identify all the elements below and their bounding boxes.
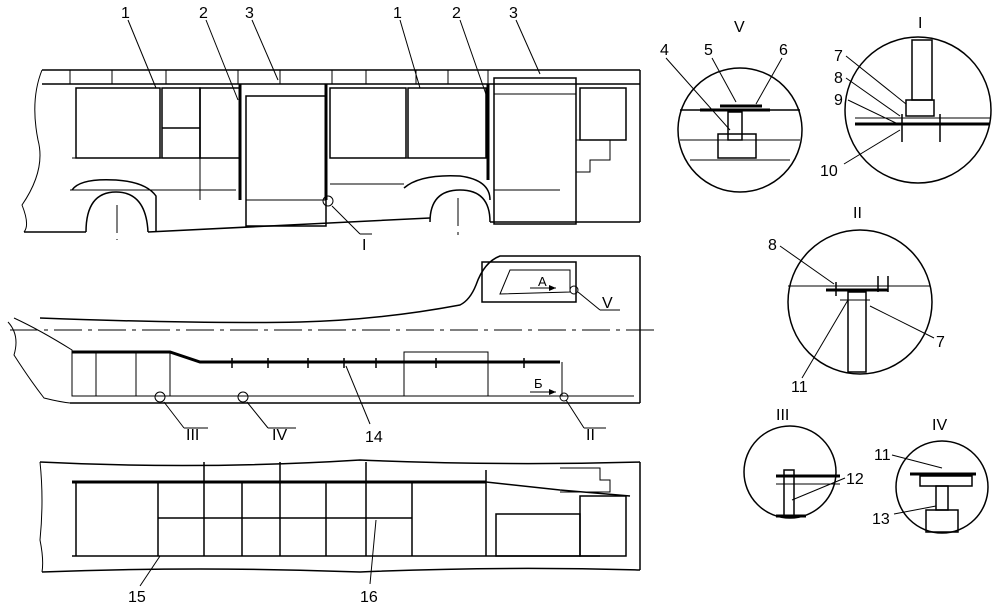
detail-view-II [787, 229, 933, 375]
detail-view-III [743, 425, 840, 519]
floor-plan-view [7, 255, 660, 404]
callout-2: 2 [199, 5, 208, 22]
callout-7: 7 [936, 334, 945, 351]
side-view [21, 69, 641, 240]
view-title-V: V [734, 19, 745, 36]
callout-13: 13 [872, 511, 890, 528]
callout-14: 14 [365, 429, 383, 446]
arrow-label-A: А [538, 274, 547, 289]
view-label-III: III [186, 427, 199, 444]
view-title-I: I [918, 15, 922, 32]
detail-view-IV [895, 440, 989, 534]
callout-8: 8 [834, 70, 843, 87]
callout-7: 7 [834, 48, 843, 65]
leader-lines [127, 19, 943, 587]
view-label-I: I [362, 237, 366, 254]
callout-4: 4 [660, 42, 669, 59]
inner-side-view [39, 459, 641, 573]
callout-6: 6 [779, 42, 788, 59]
callout-5: 5 [704, 42, 713, 59]
callout-15: 15 [128, 589, 146, 606]
view-title-II: II [853, 205, 862, 222]
view-title-III: III [776, 407, 789, 424]
callout-11: 11 [874, 447, 891, 464]
callout-9: 9 [834, 92, 843, 109]
callout-8: 8 [768, 237, 777, 254]
arrow-label-B: Б [534, 376, 543, 391]
callout-2: 2 [452, 5, 461, 22]
view-label-V: V [602, 295, 613, 312]
callout-16: 16 [360, 589, 378, 606]
callout-11: 11 [791, 379, 808, 396]
view-label-II: II [586, 427, 595, 444]
callout-12: 12 [846, 471, 864, 488]
detail-view-V [677, 67, 803, 193]
view-label-IV: IV [272, 427, 287, 444]
detail-view-I [844, 36, 992, 184]
labels: 1 2 3 1 2 3 I V I II III IV 4 5 6 7 8 9 … [121, 5, 947, 606]
callout-1: 1 [393, 5, 402, 22]
callout-10: 10 [820, 163, 838, 180]
callout-3: 3 [509, 5, 518, 22]
callout-1: 1 [121, 5, 130, 22]
view-title-IV: IV [932, 417, 947, 434]
callout-3: 3 [245, 5, 254, 22]
